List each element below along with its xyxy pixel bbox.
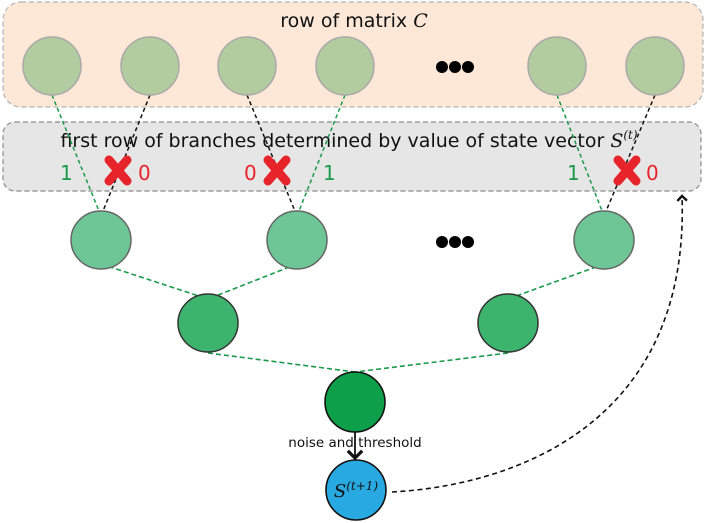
level2-node	[477, 293, 539, 353]
level1-node	[266, 210, 328, 270]
edge-l1-l2	[507, 263, 605, 300]
edge-kept-3	[556, 94, 605, 217]
level2-node	[177, 293, 239, 353]
cross-icon	[613, 155, 641, 186]
branch-1-left-label: 1	[60, 161, 73, 185]
matrix-node	[625, 36, 685, 96]
matrix-node	[217, 36, 277, 96]
edge-pruned-2	[246, 94, 298, 217]
pruned-branch-crosses	[104, 155, 641, 186]
branch-2-left-label: 0	[244, 161, 257, 185]
branch-panel-title: first row of branches determined by valu…	[60, 128, 637, 152]
edge-kept-2	[296, 94, 346, 217]
branch-panel: first row of branches determined by valu…	[2, 121, 702, 192]
matrix-node	[315, 36, 375, 96]
branch-3-right-label: 0	[646, 161, 659, 185]
branch-2-right-label: 1	[323, 161, 336, 185]
edge-l2-root	[207, 352, 356, 373]
matrix-row-nodes	[22, 36, 685, 96]
matrix-row-title: row of matrix C	[280, 10, 428, 32]
level1-node	[573, 210, 635, 270]
output-node-label: S(t+1)	[334, 479, 379, 502]
level1-node	[70, 210, 132, 270]
branch-3-left-label: 1	[567, 161, 580, 185]
branch-1-right-label: 0	[138, 161, 151, 185]
cross-icon	[263, 155, 291, 186]
level2-nodes	[177, 293, 539, 353]
edge-pruned-1	[100, 94, 151, 217]
edge-l1-l2	[100, 263, 209, 300]
branch-panel-background	[2, 121, 702, 192]
matrix-node	[120, 36, 180, 96]
root-node	[324, 371, 386, 433]
edge-l1-l2	[207, 263, 298, 300]
edge-kept-1	[51, 94, 102, 217]
edge-l2-root	[354, 352, 509, 373]
noise-threshold-label: noise and threshold	[288, 435, 421, 451]
matrix-row-ellipsis	[436, 61, 474, 73]
branch-labels: 1 0 0 1 1 0	[60, 161, 659, 185]
matrix-node	[527, 36, 587, 96]
tree-edges	[100, 263, 605, 373]
matrix-node	[22, 36, 82, 96]
top-edges	[51, 94, 656, 217]
output-node	[325, 459, 387, 521]
level1-nodes	[70, 210, 635, 270]
level1-ellipsis	[436, 236, 474, 248]
cross-icon	[104, 155, 132, 186]
edge-pruned-3	[603, 94, 656, 217]
feedback-arrow	[391, 194, 688, 493]
